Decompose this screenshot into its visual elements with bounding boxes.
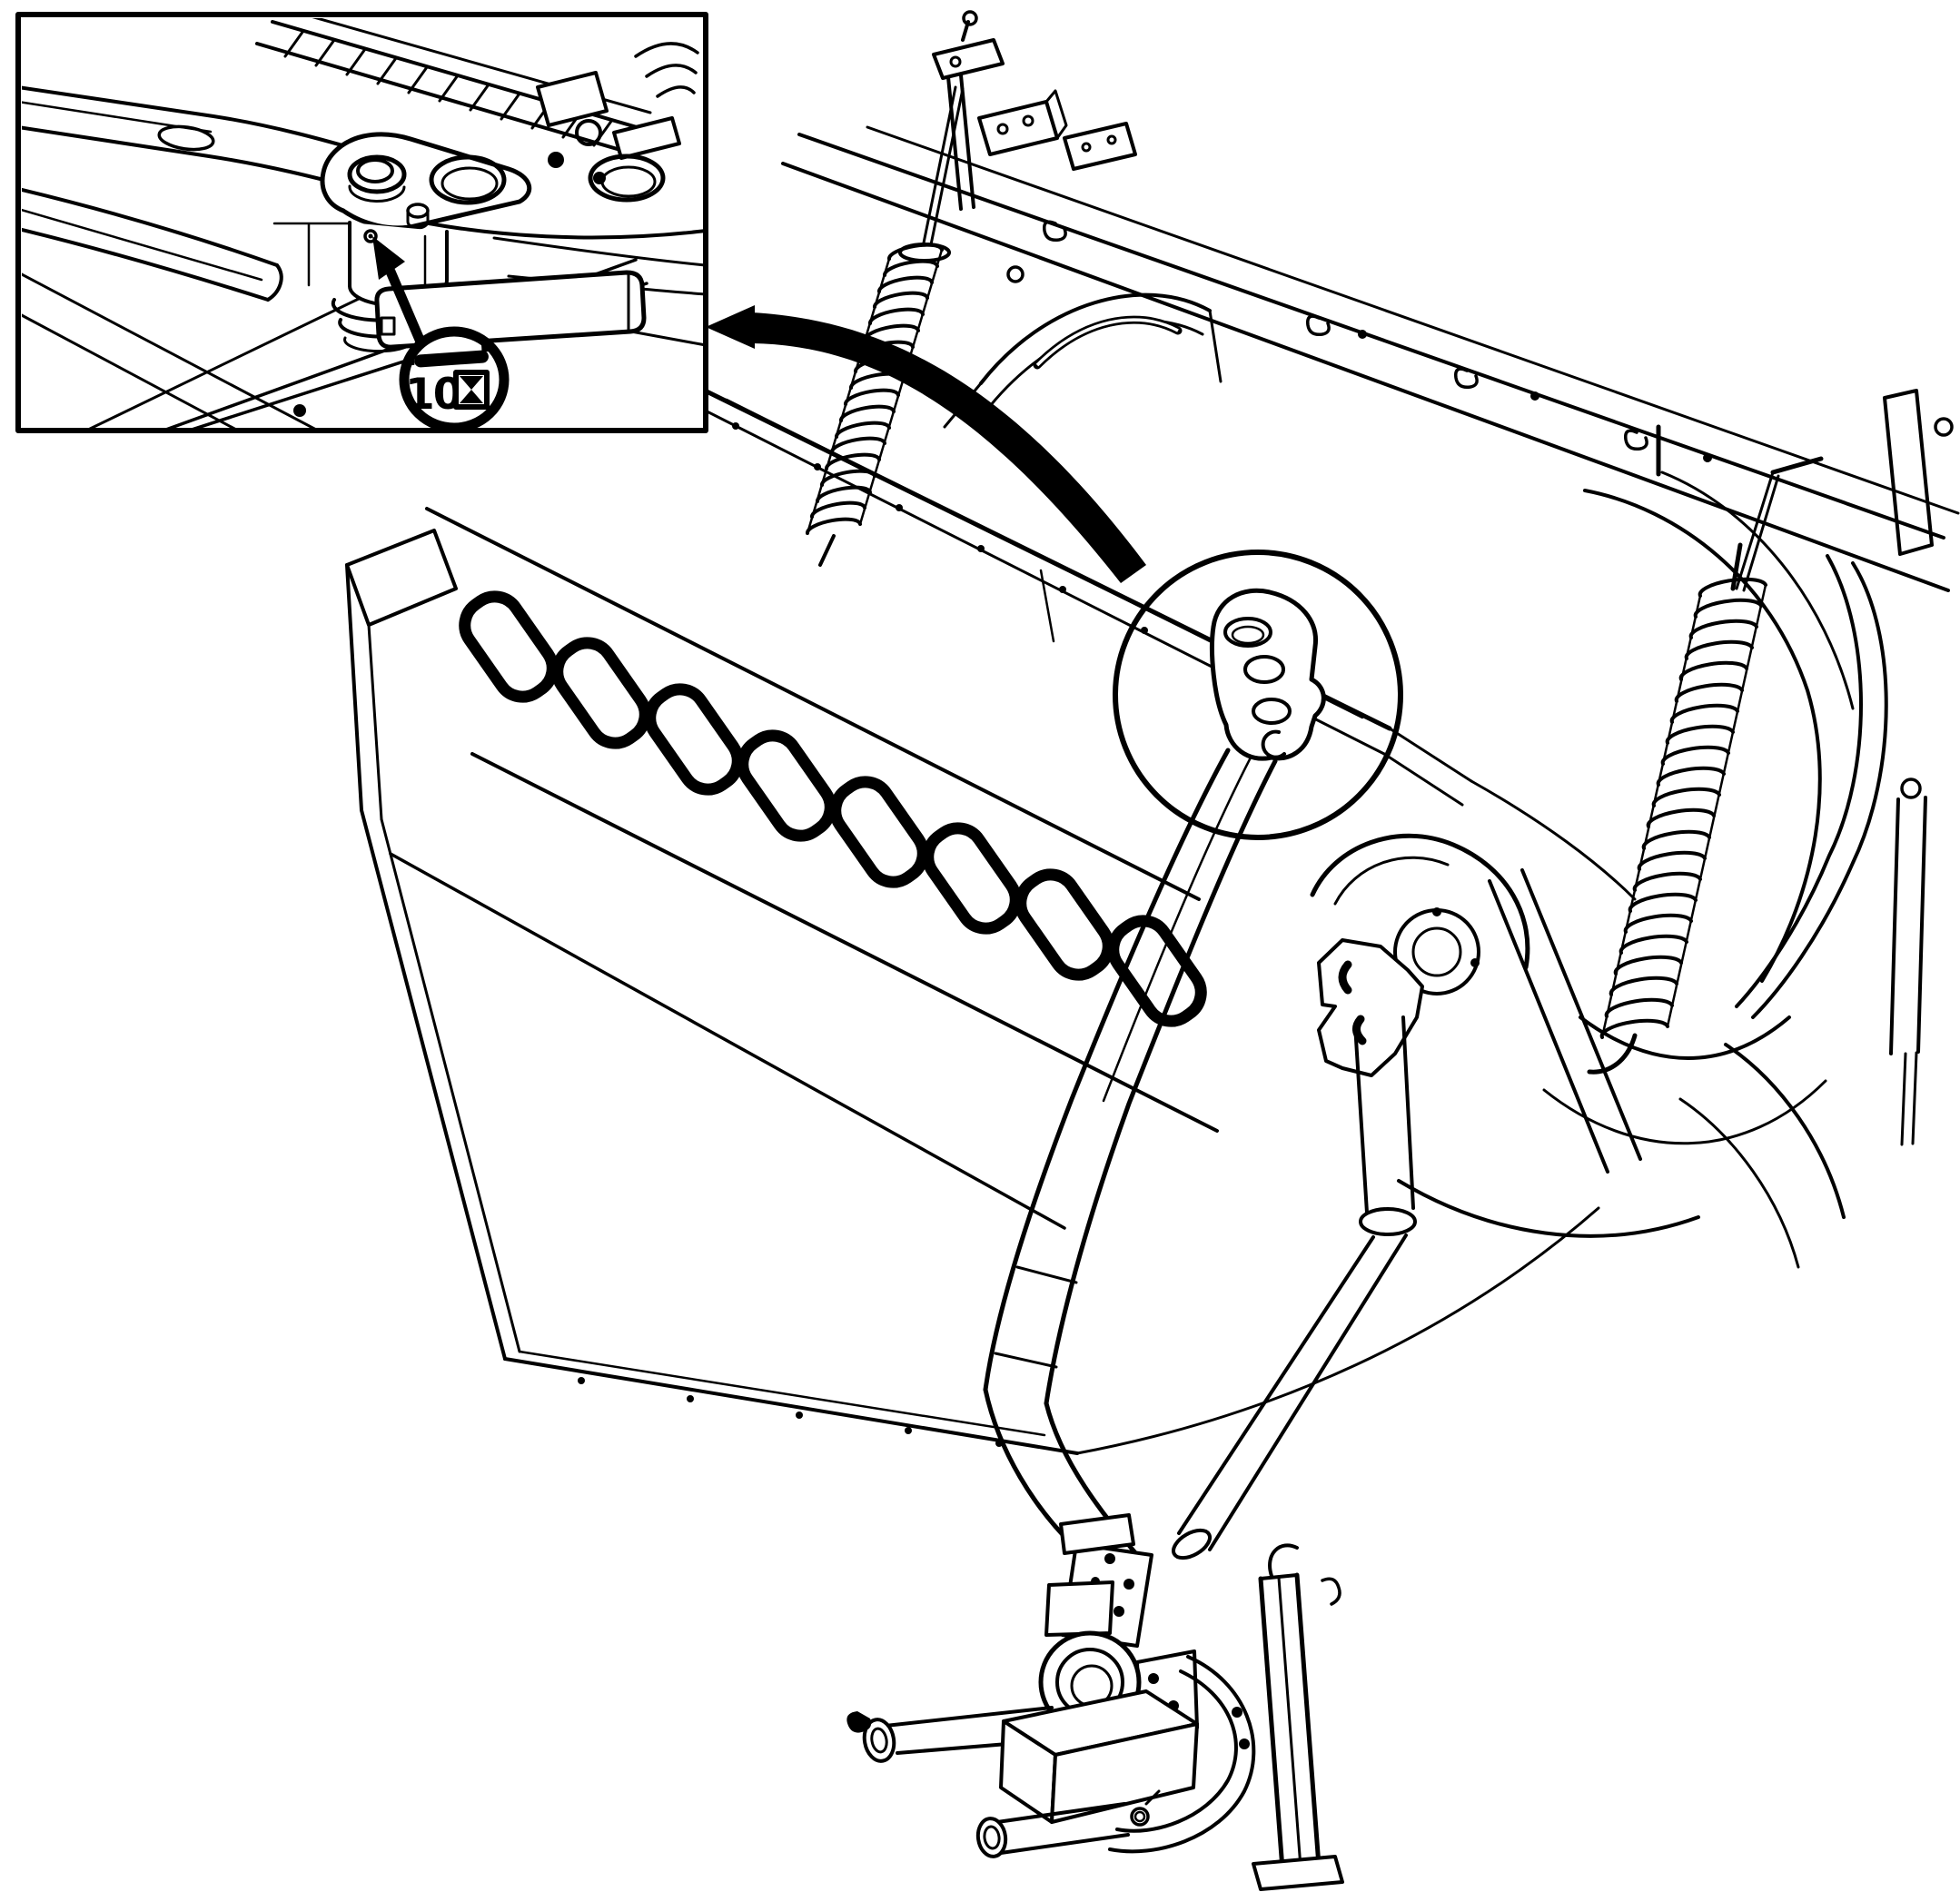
lubrication-interval-badge: 10 [399, 326, 510, 433]
callout-arrow [706, 305, 1146, 583]
lubrication-interval-value: 10 [405, 370, 461, 420]
inset-detail-box: 10 [15, 12, 708, 433]
inset-pivot-plate [320, 132, 666, 231]
gearbox [1310, 833, 1642, 1174]
callout-circle [1113, 550, 1403, 840]
hourglass-icon [453, 370, 490, 410]
inset-swivel-arms [22, 85, 370, 302]
pto-shaft [1172, 1015, 1417, 1560]
hitch-assembly [846, 1513, 1344, 1891]
pivot-bracket [1113, 550, 1403, 840]
mast-assembly [919, 10, 1137, 260]
tension-spring-right [1587, 456, 1824, 1075]
hydraulic-hose [1108, 1655, 1256, 1854]
right-shield [1397, 471, 1927, 1269]
tongue-beam [983, 748, 1278, 1558]
machine-drawing [345, 10, 1960, 1891]
inset-top-rail [255, 18, 699, 184]
tension-spring-center [806, 243, 951, 567]
quadrant-bracket [943, 265, 1223, 429]
jack-stand [1232, 1543, 1344, 1891]
vent-slots [459, 590, 1219, 1133]
frame-rails [781, 125, 1960, 592]
grease-gun-icon [404, 340, 489, 368]
